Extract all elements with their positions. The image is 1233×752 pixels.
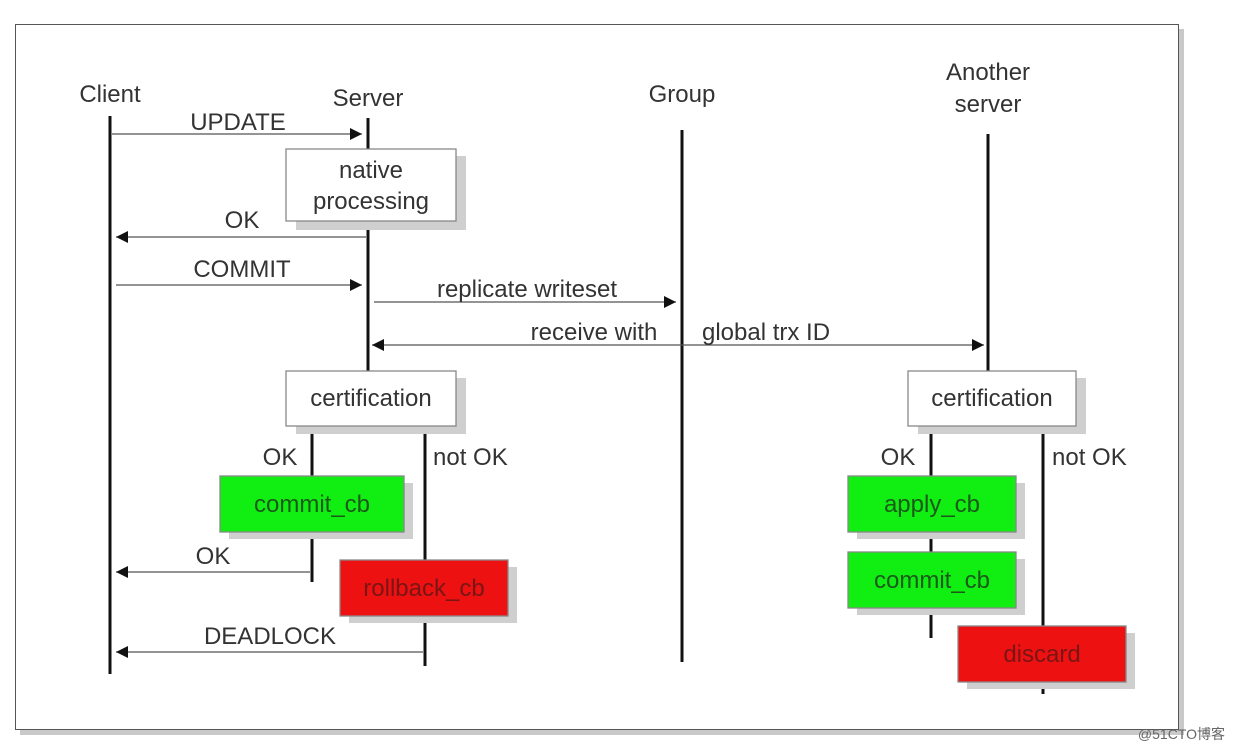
commit-cb-server-label: commit_cb — [254, 491, 370, 518]
ok-label-1: OK — [225, 207, 260, 234]
commit-cb-another-label: commit_cb — [874, 567, 990, 594]
server-not-ok-label: not OK — [433, 444, 508, 471]
watermark: @51CTO博客 — [1137, 726, 1225, 742]
native-processing-box — [285, 148, 457, 222]
global-trx-id-label: global trx ID — [702, 319, 830, 346]
participant-group: Group — [649, 81, 716, 108]
commit-cb-server-box — [219, 475, 405, 533]
another-ok-label: OK — [881, 444, 916, 471]
participant-server: Server — [333, 85, 404, 112]
ok-label-2: OK — [196, 543, 231, 570]
rollback-cb-box — [339, 559, 509, 617]
rollback-cb-label: rollback_cb — [363, 575, 484, 602]
apply-cb-box — [847, 475, 1017, 533]
participant-client: Client — [79, 81, 141, 108]
deadlock-label: DEADLOCK — [204, 623, 336, 650]
commit-label: COMMIT — [193, 256, 291, 283]
certification-another-box — [907, 370, 1077, 427]
discard-box — [957, 625, 1127, 683]
discard-label: discard — [1003, 641, 1080, 668]
update-label: UPDATE — [190, 109, 286, 136]
receive-with-label: receive with — [531, 319, 658, 346]
certification-server-box — [285, 370, 457, 427]
participant-another-server-line1: Another — [946, 59, 1030, 86]
certification-server-label: certification — [310, 385, 431, 412]
native-processing-line2: processing — [313, 188, 429, 215]
apply-cb-label: apply_cb — [884, 491, 980, 518]
commit-cb-another-box — [847, 551, 1017, 609]
native-processing-line1: native — [339, 157, 403, 184]
replicate-writeset-label: replicate writeset — [437, 276, 617, 303]
certification-another-label: certification — [931, 385, 1052, 412]
another-not-ok-label: not OK — [1052, 444, 1127, 471]
participant-another-server-line2: server — [955, 91, 1022, 118]
server-ok-label: OK — [263, 444, 298, 471]
